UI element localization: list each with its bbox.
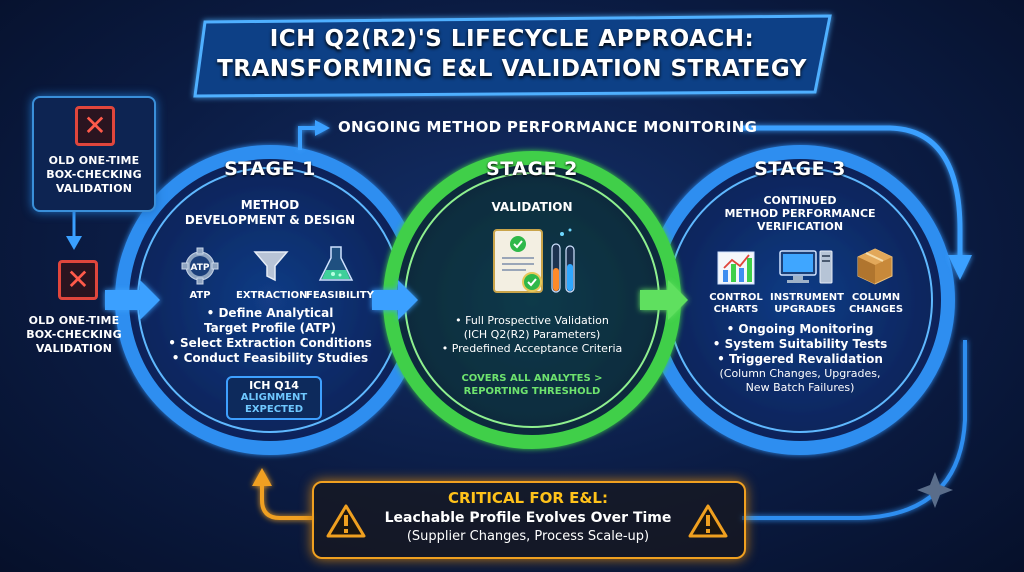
control-charts-line1: CONTROL bbox=[709, 292, 763, 303]
gear-icon: ATP bbox=[180, 247, 220, 285]
box-icon bbox=[855, 246, 895, 286]
computer-icon bbox=[778, 248, 834, 288]
stage2-bullets: • Full Prospective Validation (ICH Q2(R2… bbox=[432, 314, 632, 356]
stage1-subtitle-line2: DEVELOPMENT & DESIGN bbox=[184, 213, 356, 227]
control-charts-line2: CHARTS bbox=[713, 304, 759, 315]
x-icon: ✕ bbox=[58, 260, 98, 300]
stage3-content: STAGE 3 CONTINUED METHOD PERFORMANCE VER… bbox=[700, 158, 900, 233]
old-box-line3: VALIDATION bbox=[55, 182, 133, 195]
instrument-upgrades-line2: UPGRADES bbox=[774, 304, 836, 315]
stage1-bullets: • Define Analytical Target Profile (ATP)… bbox=[160, 306, 380, 366]
old-label-line1: OLD ONE-TIME bbox=[28, 314, 120, 327]
stage3-bullet: • System Suitability Tests bbox=[712, 337, 888, 351]
stage3-bullet: • Triggered Revalidation bbox=[717, 352, 883, 366]
critical-title: CRITICAL FOR E&L: bbox=[447, 489, 608, 507]
stage1-content: STAGE 1 METHOD DEVELOPMENT & DESIGN bbox=[150, 158, 390, 228]
stage2-subtitle: VALIDATION bbox=[491, 200, 573, 214]
atp-icon-text: ATP bbox=[190, 263, 209, 273]
critical-line1: Leachable Profile Evolves Over Time bbox=[384, 510, 672, 526]
old-box-connector bbox=[66, 210, 82, 250]
control-chart-icon bbox=[716, 250, 756, 286]
flow-arrows bbox=[105, 280, 688, 320]
old-validation-box: ✕ OLD ONE-TIME BOX-CHECKING VALIDATION bbox=[32, 96, 156, 212]
monitoring-label: ONGOING METHOD PERFORMANCE MONITORING bbox=[338, 118, 758, 136]
feasibility-label: FEASIBILITY bbox=[306, 290, 374, 301]
stage2-note-line1: COVERS ALL ANALYTES > bbox=[461, 373, 603, 384]
warning-icon bbox=[326, 503, 366, 539]
old-box-line1: OLD ONE-TIME bbox=[48, 154, 140, 167]
badge-line1: ICH Q14 bbox=[249, 379, 299, 392]
stage2-note-line2: REPORTING THRESHOLD bbox=[463, 386, 601, 397]
sparkle-icon bbox=[917, 472, 953, 508]
stage2-bullet: • Predefined Acceptance Criteria bbox=[441, 342, 623, 355]
stage3-subtitle-line2: METHOD PERFORMANCE bbox=[724, 207, 876, 220]
critical-line2: (Supplier Changes, Process Scale-up) bbox=[406, 529, 650, 544]
x-icon: ✕ bbox=[75, 106, 115, 146]
stage2-title: STAGE 2 bbox=[486, 158, 578, 180]
stage1-subtitle-line1: METHOD bbox=[240, 198, 300, 212]
atp-label: ATP bbox=[189, 290, 211, 301]
title-banner-shape bbox=[193, 14, 832, 98]
stage3-bullet: • Ongoing Monitoring bbox=[726, 322, 874, 336]
stage2-bullet: (ICH Q2(R2) Parameters) bbox=[463, 328, 601, 341]
stage3-title: STAGE 3 bbox=[754, 158, 846, 180]
stage3-subtitle-line1: CONTINUED bbox=[763, 194, 837, 207]
stage3-subtitle-line3: VERIFICATION bbox=[756, 220, 844, 233]
stage2-bullet: • Full Prospective Validation bbox=[455, 314, 609, 327]
warning-icon bbox=[688, 503, 728, 539]
stage1-title: STAGE 1 bbox=[224, 158, 316, 180]
page-title-line2: TRANSFORMING E&L VALIDATION STRATEGY bbox=[217, 56, 807, 82]
ich-q14-badge: ICH Q14 ALIGNMENT EXPECTED bbox=[226, 376, 322, 420]
stage1-bullet: • Conduct Feasibility Studies bbox=[171, 351, 369, 365]
column-changes-line2: CHANGES bbox=[848, 304, 904, 315]
old-label-line2: BOX-CHECKING bbox=[26, 328, 122, 341]
flask-icon bbox=[318, 244, 354, 284]
badge-line3: EXPECTED bbox=[245, 404, 303, 415]
stage3-sub-bullet: New Batch Failures) bbox=[745, 381, 855, 394]
funnel-icon bbox=[253, 248, 289, 284]
page-title-line1: ICH Q2(R2)'S LIFECYCLE APPROACH: bbox=[269, 26, 755, 52]
certificate-icon bbox=[490, 224, 580, 300]
title-banner: ICH Q2(R2)'S LIFECYCLE APPROACH: TRANSFO… bbox=[210, 18, 814, 90]
instrument-upgrades-line1: INSTRUMENT bbox=[770, 292, 844, 303]
stage3-bullets: • Ongoing Monitoring • System Suitabilit… bbox=[698, 322, 902, 395]
stage1-bullet: Target Profile (ATP) bbox=[204, 321, 336, 335]
stage2-note: COVERS ALL ANALYTES > REPORTING THRESHOL… bbox=[432, 372, 632, 398]
monitoring-arrow bbox=[298, 120, 972, 280]
old-box-line2: BOX-CHECKING bbox=[46, 168, 142, 181]
old-label-line3: VALIDATION bbox=[35, 342, 113, 355]
extraction-label: EXTRACTION bbox=[236, 290, 308, 301]
column-changes-line1: COLUMN bbox=[851, 292, 901, 303]
critical-note-box: CRITICAL FOR E&L: Leachable Profile Evol… bbox=[312, 481, 746, 559]
stage2-content: STAGE 2 VALIDATION bbox=[432, 158, 632, 215]
badge-line2: ALIGNMENT bbox=[240, 392, 308, 403]
stage1-bullet: • Define Analytical bbox=[206, 306, 334, 320]
stage3-sub-bullet: (Column Changes, Upgrades, bbox=[719, 367, 881, 380]
stage1-bullet: • Select Extraction Conditions bbox=[168, 336, 372, 350]
